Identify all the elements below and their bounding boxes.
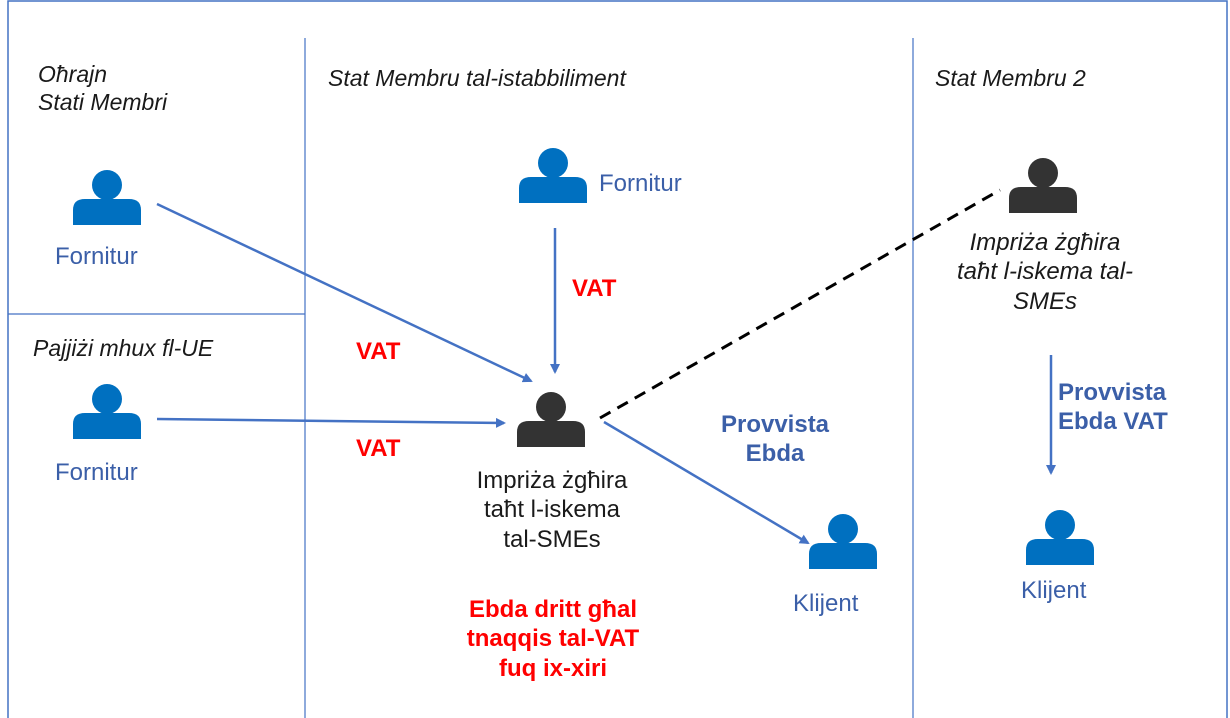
region-label-non-eu: Pajjiżi mhux fl-UE [33,335,214,361]
outer-frame [7,0,1228,718]
edge-label-exempt-supply-line1: Provvista [720,411,830,438]
region-label-ms2: Stat Membru 2 [935,65,1086,91]
label-sme-ms2-line3: SMEs [1012,287,1077,315]
edge-dashed-sme-link [599,188,1001,420]
note-no-deduction-line1: Ebda dritt għal [469,596,637,623]
edge-non-eu-to-sme [156,417,506,428]
label-sme-ms2-line1: Impriża żgħira [969,229,1121,256]
region-label-establishment: Stat Membru tal-istabbiliment [328,65,626,91]
label-supplier-other-ms: Fornitur [55,243,138,270]
edge-label-exempt-supply-ms2: Provvista Ebda VAT [1058,378,1168,437]
label-sme-main-line2: taħt l-iskema [483,496,621,524]
note-no-deduction-line2: tnaqqis tal-VAT [466,625,640,653]
edge-label-vat-other-ms: VAT [356,338,401,365]
label-client-ms2: Klijent [1021,577,1087,604]
person-icon-supplier-other-ms [73,170,141,225]
label-client-establishment: Klijent [793,590,859,617]
label-sme-main: Impriża żgħira taħt l-iskema tal-SMEs [452,466,652,554]
person-icon-sme-main [517,392,585,447]
person-icon-client-ms2 [1026,510,1094,565]
edge-label-vat-local: VAT [572,275,617,302]
note-no-deduction-line3: fuq ix-xiri [498,654,607,682]
note-no-deduction: Ebda dritt għal tnaqqis tal-VAT fuq ix-x… [440,595,666,683]
edge-sme-to-client [603,420,810,545]
edge-other-ms-to-sme [156,202,533,383]
label-supplier-establishment: Fornitur [599,170,682,197]
label-sme-ms2-line2: taħt l-iskema tal- [956,258,1134,286]
person-icon-client-establishment [809,514,877,569]
label-sme-main-line1: Impriża żgħira [476,467,628,494]
region-label-other-ms-line1: Oħrajn [38,61,108,87]
region-label-other-ms: Oħrajn Stati Membri [38,60,167,116]
person-icon-sme-ms2 [1009,158,1077,213]
edge-label-exempt-supply: Provvista Ebda [701,410,849,469]
label-sme-ms2: Impriża żgħira taħt l-iskema tal- SMEs [935,228,1155,316]
person-icon-supplier-establishment [519,148,587,203]
edge-label-exempt-supply-line2: Ebda [745,440,805,468]
edge-label-exempt-supply-ms2-line1: Provvista [1058,379,1167,406]
edge-label-exempt-supply-ms2-line2: Ebda VAT [1058,408,1168,436]
label-sme-main-line3: tal-SMEs [503,525,601,553]
edge-label-vat-non-eu: VAT [356,435,401,462]
person-icon-supplier-non-eu [73,384,141,439]
region-label-other-ms-line2: Stati Membri [38,89,168,116]
label-supplier-non-eu: Fornitur [55,459,138,486]
